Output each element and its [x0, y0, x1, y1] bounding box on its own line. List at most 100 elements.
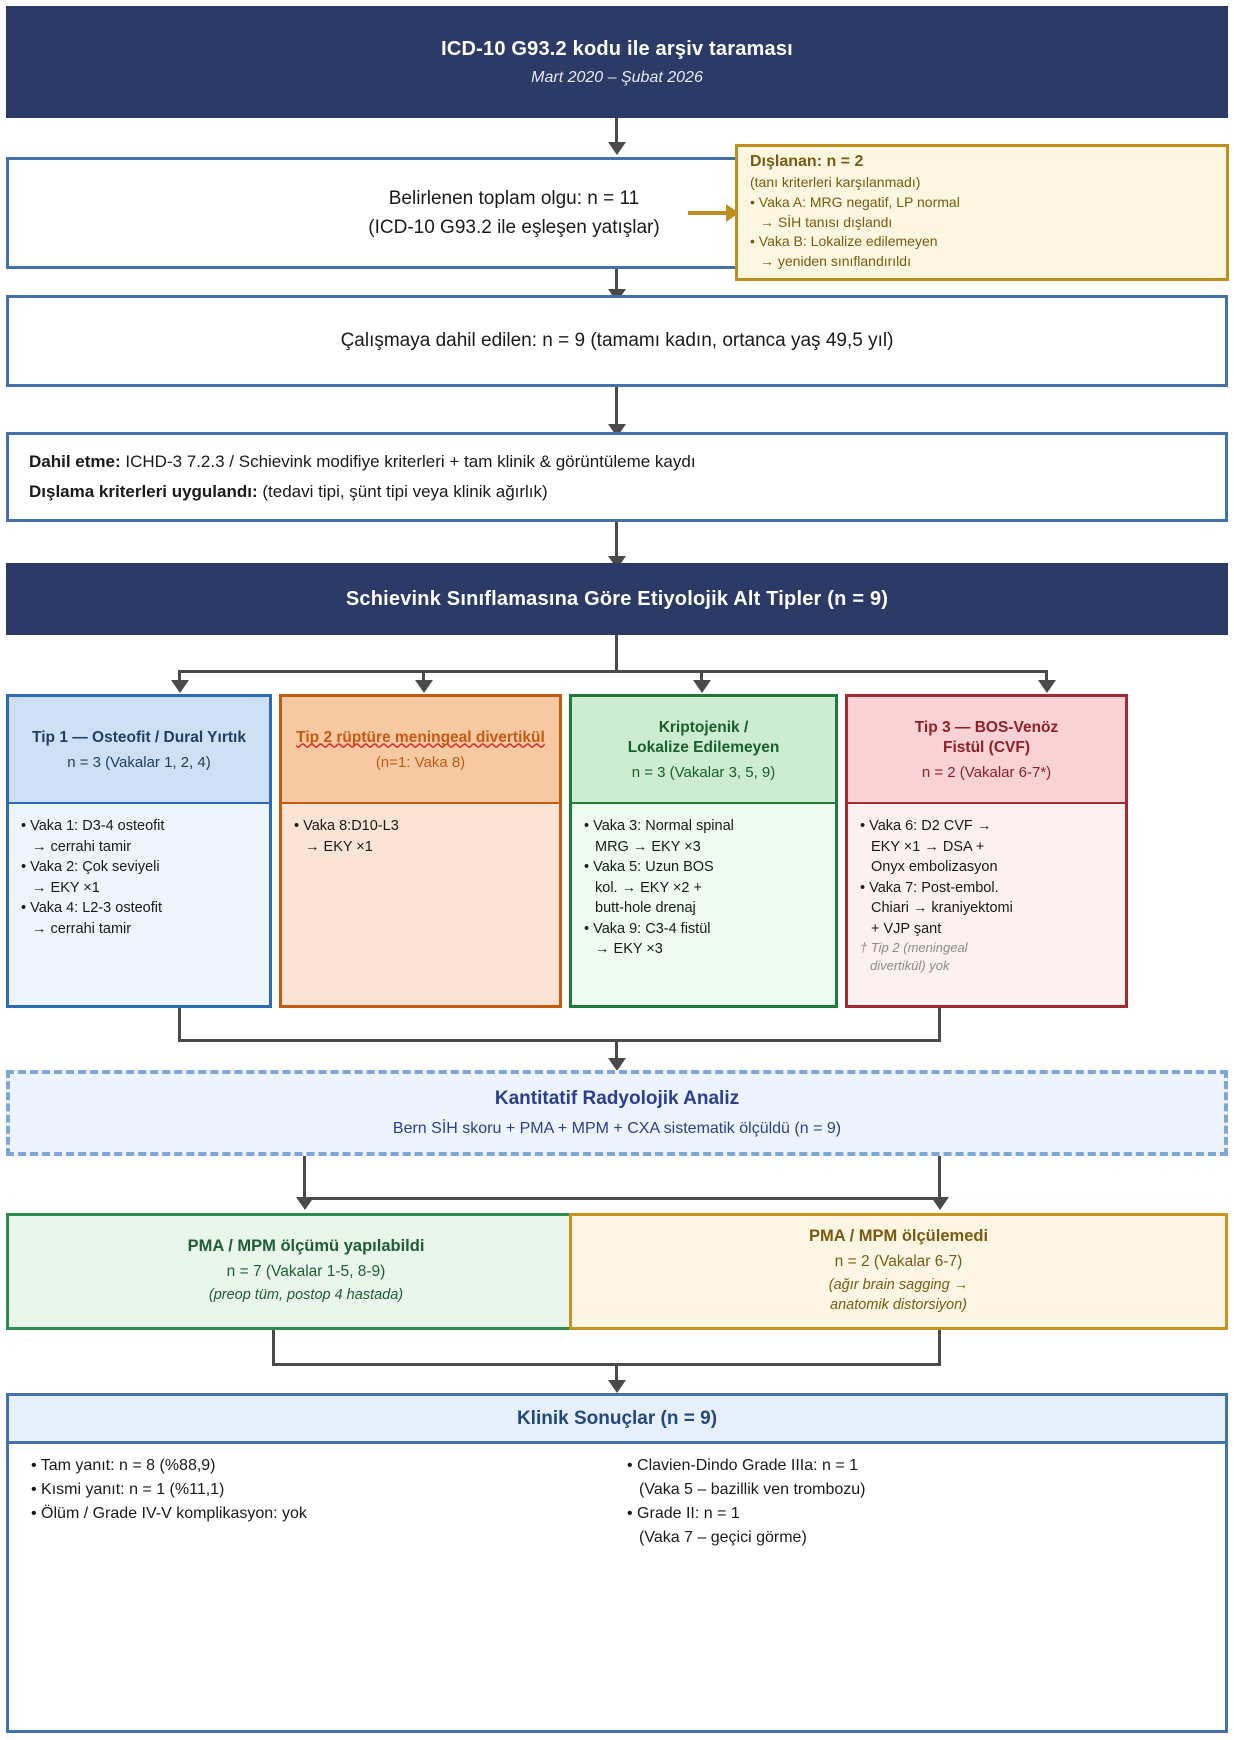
inclusion-criteria-label: Dahil etme:	[29, 452, 121, 472]
clinical-outcomes-left-column: • Tam yanıt: n = 8 (%88,9) • Kısmi yanıt…	[9, 1454, 617, 1730]
list-item: • Grade II: n = 1	[627, 1505, 740, 1522]
connector-included-criteria	[615, 387, 618, 431]
excluded-item-a-result: → SİH tanısı dışlandı	[760, 213, 893, 230]
included-text: Çalışmaya dahil edilen: n = 9 (tamamı ka…	[340, 330, 894, 352]
list-item: + VJP şant	[871, 920, 942, 937]
list-item: • Vaka 3: Normal spinal	[584, 818, 734, 834]
excluded-reason: (tanı kriterleri karşılanmadı)	[750, 173, 921, 190]
list-item: butt-hole drenaj	[595, 900, 696, 917]
connector-identified-excluded	[688, 211, 728, 215]
list-item: (Vaka 5 – bazillik ven trombozu)	[639, 1481, 866, 1498]
connector-subtype-merge-bus	[178, 1039, 941, 1042]
list-item: • Vaka 2: Çok seviyeli	[21, 859, 160, 876]
connector-subtype-bus	[178, 670, 1048, 673]
list-item: → EKY ×1	[32, 879, 100, 896]
arrow-subtype-3	[693, 680, 711, 693]
quantitative-title: Kantitatif Radyolojik Analiz	[494, 1088, 740, 1109]
pma-unmeasurable-box: PMA / MPM ölçülemedi n = 2 (Vakalar 6-7)…	[569, 1213, 1228, 1330]
subtype-tip3-count: n = 2 (Vakalar 6-7*)	[921, 764, 1052, 782]
header-subtitle: Mart 2020 – Şubat 2026	[531, 68, 703, 86]
connector-merge-to-quant	[615, 1039, 618, 1062]
arrow-quant-pma-left	[296, 1197, 314, 1210]
list-item: → EKY ×3	[595, 941, 663, 958]
classification-title: Schievink Sınıflamasına Göre Etiyolojik …	[345, 587, 889, 610]
list-item: • Vaka 5: Uzun BOS	[584, 859, 714, 876]
subtype-tip2-title: Tip 2 rüptüre meningeal divertikül	[296, 728, 545, 746]
list-item: • Vaka 7: Post-embol.	[860, 879, 999, 896]
subtype-column-tip3: Tip 3 — BOS-Venöz Fistül (CVF) n = 2 (Va…	[845, 694, 1128, 1008]
clinical-outcomes-box: Klinik Sonuçlar (n = 9) • Tam yanıt: n =…	[6, 1393, 1228, 1733]
arrow-subtype-2	[415, 680, 433, 693]
list-item: • Clavien-Dindo Grade IIIa: n = 1	[627, 1457, 859, 1474]
connector-banner-identified	[615, 118, 618, 145]
list-item: (Vaka 7 – geçici görme)	[639, 1529, 807, 1546]
excluded-box: Dışlanan: n = 2 (tanı kriterleri karşıla…	[735, 144, 1229, 281]
connector-criteria-classification	[615, 522, 618, 564]
excluded-title: Dışlanan: n = 2	[750, 152, 864, 170]
subtype-tip1-header: Tip 1 — Osteofit / Dural Yırtık n = 3 (V…	[6, 694, 272, 802]
connector-quant-stem-right	[938, 1156, 941, 1200]
list-item: • Tam yanıt: n = 8 (%88,9)	[31, 1457, 216, 1474]
arrow-subtype-4	[1038, 680, 1056, 693]
subtype-column-kriptojenik: Kriptojenik / Lokalize Edilemeyen n = 3 …	[569, 694, 838, 1008]
subtype-column-tip2: Tip 2 rüptüre meningeal divertikül (n=1:…	[279, 694, 562, 1008]
arrow-merge-to-outcome	[608, 1380, 626, 1393]
subtype-kriptojenik-title-line1: Kriptojenik /	[658, 718, 749, 736]
list-item: • Vaka 9: C3-4 fistül	[584, 920, 711, 937]
list-item: • Vaka 4: L2-3 osteofit	[21, 900, 163, 917]
subtype-tip2-header: Tip 2 rüptüre meningeal divertikül (n=1:…	[279, 694, 562, 802]
pma-unmeasurable-note-line2: anatomik distorsiyon)	[830, 1297, 967, 1313]
list-item: → cerrahi tamir	[32, 838, 132, 855]
connector-classification-stem	[615, 635, 618, 673]
connector-subtype-2-drop	[422, 670, 425, 684]
list-item: → cerrahi tamir	[32, 920, 132, 937]
excluded-item-b-result: → yeniden sınıflandırıldı	[760, 253, 911, 270]
list-item: • Ölüm / Grade IV-V komplikasyon: yok	[31, 1505, 307, 1522]
classification-banner: Schievink Sınıflamasına Göre Etiyolojik …	[6, 563, 1228, 635]
pma-measurable-note: (preop tüm, postop 4 hastada)	[208, 1287, 404, 1304]
connector-quant-bus	[303, 1197, 941, 1200]
subtype-tip3-header: Tip 3 — BOS-Venöz Fistül (CVF) n = 2 (Va…	[845, 694, 1128, 802]
subtype-tip2-body: • Vaka 8:D10-L3 → EKY ×1	[279, 802, 562, 1008]
clinical-outcomes-title: Klinik Sonuçlar (n = 9)	[9, 1396, 1225, 1444]
connector-quant-stem	[303, 1156, 306, 1200]
exclusion-criteria-label: Dışlama kriterleri uygulandı:	[29, 482, 258, 501]
connector-pma-left-down	[272, 1330, 275, 1366]
list-item: • Kısmi yanıt: n = 1 (%11,1)	[31, 1481, 225, 1498]
identified-line-2: (ICD-10 G93.2 ile eşleşen yatışlar)	[368, 217, 660, 238]
connector-subtype-4-drop	[1045, 670, 1048, 684]
clinical-outcomes-right-column: • Clavien-Dindo Grade IIIa: n = 1 (Vaka …	[617, 1454, 1225, 1730]
connector-subtype-1-drop	[178, 670, 181, 684]
clinical-outcomes-body: • Tam yanıt: n = 8 (%88,9) • Kısmi yanıt…	[9, 1444, 1225, 1730]
exclusion-criteria-line: Dışlama kriterleri uygulandı: (tedavi ti…	[29, 477, 1205, 507]
criteria-box: Dahil etme: ICHD-3 7.2.3 / Schievink mod…	[6, 432, 1228, 522]
list-item: kol. → EKY ×2 +	[595, 879, 702, 896]
subtype-tip1-count: n = 3 (Vakalar 1, 2, 4)	[67, 754, 211, 772]
inclusion-criteria-line: Dahil etme: ICHD-3 7.2.3 / Schievink mod…	[29, 447, 1205, 477]
list-item: EKY ×1 → DSA +	[871, 838, 985, 855]
subtype-column-tip1: Tip 1 — Osteofit / Dural Yırtık n = 3 (V…	[6, 694, 272, 1008]
inclusion-criteria-text: ICHD-3 7.2.3 / Schievink modifiye kriter…	[120, 452, 696, 472]
connector-subtype-3-drop	[700, 670, 703, 684]
subtype-kriptojenik-body: • Vaka 3: Normal spinal MRG → EKY ×3 • V…	[569, 802, 838, 1008]
subtype-tip3-footnote-line2: divertikül) yok	[870, 958, 950, 974]
arrow-merge-to-quant	[608, 1058, 626, 1071]
connector-identified-included	[615, 269, 618, 294]
subtype-tip3-footnote-line1: † Tip 2 (meningeal	[860, 940, 968, 956]
list-item: • Vaka 6: D2 CVF →	[860, 818, 992, 834]
subtype-tip1-body: • Vaka 1: D3-4 osteofit → cerrahi tamir …	[6, 802, 272, 1008]
list-item: → EKY ×1	[305, 838, 373, 855]
header-title: ICD-10 G93.2 kodu ile arşiv taraması	[441, 37, 793, 60]
connector-tip3red-merge	[938, 1008, 941, 1042]
list-item: Onyx embolizasyon	[871, 859, 998, 876]
subtype-tip3-title-line2: Fistül (CVF)	[943, 738, 1030, 756]
subtype-kriptojenik-count: n = 3 (Vakalar 3, 5, 9)	[631, 764, 776, 782]
connector-tip1-merge	[178, 1008, 181, 1042]
arrow-subtype-1	[171, 680, 189, 693]
identified-line-1: Belirlenen toplam olgu: n = 11	[388, 187, 640, 209]
list-item: • Vaka 8:D10-L3	[294, 818, 399, 834]
subtype-kriptojenik-title-line2: Lokalize Edilemeyen	[627, 738, 780, 756]
pma-measurable-title: PMA / MPM ölçümü yapılabildi	[187, 1237, 425, 1256]
quantitative-analysis-box: Kantitatif Radyolojik Analiz Bern SİH sk…	[6, 1070, 1228, 1156]
subtype-kriptojenik-header: Kriptojenik / Lokalize Edilemeyen n = 3 …	[569, 694, 838, 802]
